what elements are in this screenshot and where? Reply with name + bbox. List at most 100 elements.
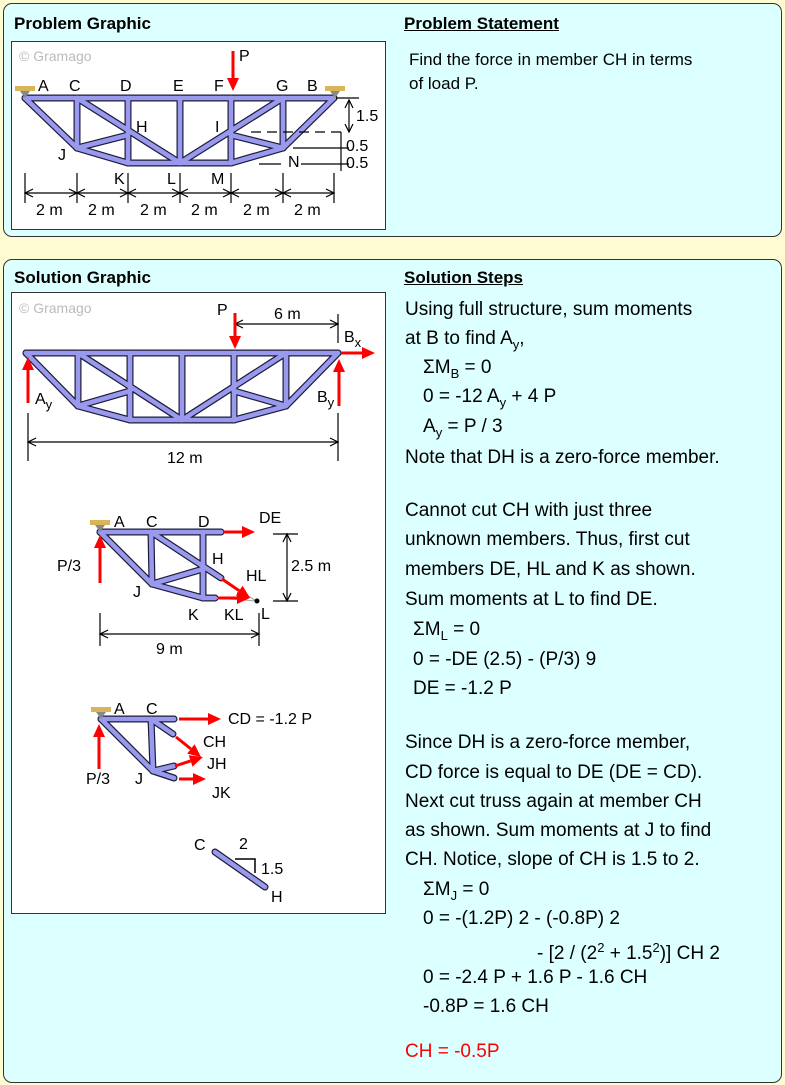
truss-member: [148, 529, 155, 587]
truss-member: [98, 716, 156, 774]
step-text: = 0: [459, 357, 492, 378]
node-label-j: J: [58, 147, 66, 164]
node-label-h: H: [271, 889, 283, 906]
force-arrow-shaft: [175, 735, 192, 751]
step-text: as shown. Sum moments at J to find: [405, 820, 712, 841]
solution-step-line: ΣMB = 0: [423, 357, 491, 385]
solution-step-line: Cannot cut CH with just three: [405, 500, 652, 522]
height-label: 0.5: [346, 138, 368, 155]
solution-step-line: at B to find Ay,: [405, 328, 525, 356]
slope-run-label: 2: [239, 836, 248, 853]
truss-member: [75, 350, 185, 423]
point-l: [254, 598, 260, 604]
step-text: ΣM: [413, 619, 441, 640]
solution-step-line: CD force is equal to DE (DE = CD).: [405, 762, 702, 784]
arrowhead-icon: [237, 592, 250, 604]
node-label-f: F: [214, 78, 224, 95]
solution-step-line: Ay = P / 3: [423, 416, 503, 444]
truss-member: [228, 145, 286, 166]
dimension-arrow: [178, 188, 189, 198]
solution-step-line: 0 = -12 Ay + 4 P: [423, 386, 556, 414]
load-label: P: [217, 302, 228, 319]
step-text: Using full structure, sum moments: [405, 299, 693, 320]
arrowhead-icon: [93, 724, 105, 737]
dimension-arrow: [229, 188, 240, 198]
solution-step-line: members DE, HL and K as shown.: [405, 559, 696, 581]
truss-member: [228, 132, 286, 151]
pin-icon: [330, 91, 340, 98]
force-cd-label: CD = -1.2 P: [228, 711, 312, 728]
truss-member: [177, 95, 286, 166]
truss-member: [97, 529, 155, 587]
truss-member: [148, 716, 176, 737]
solution-step-line: as shown. Sum moments at J to find: [405, 820, 711, 842]
dimension-arrow: [126, 188, 137, 198]
arrowhead-icon: [242, 526, 255, 538]
arrowhead-icon: [188, 755, 203, 767]
dimension-arrow: [344, 98, 354, 109]
step-text: 0 = -(1.2P) 2 - (-0.8P) 2: [423, 908, 620, 929]
truss-diagram: © Gramago P A C D E F G B H I J K L M N …: [15, 48, 378, 219]
step-text: + 1.5: [604, 943, 653, 964]
step-text: CD force is equal to DE (DE = CD).: [405, 762, 703, 783]
node-label-j: J: [133, 584, 141, 601]
solution-step-line: 0 = -DE (2.5) - (P/3) 9: [413, 649, 596, 671]
solution-step-line: Note that DH is a zero-force member.: [405, 447, 720, 469]
load-label: P: [239, 48, 250, 65]
node-label-a: A: [114, 514, 125, 531]
step-text: Next cut truss again at member CH: [405, 791, 702, 812]
problem-statement-line: Find the force in member CH in terms: [409, 50, 693, 69]
solution-step-line: Using full structure, sum moments: [405, 299, 692, 321]
solution-steps-title: Solution Steps: [404, 268, 523, 287]
force-de-label: DE: [259, 510, 281, 527]
truss-member: [75, 388, 133, 409]
height-label: 1.5: [356, 108, 378, 125]
right-angle-marker: [235, 858, 256, 873]
distance-label: 6 m: [274, 306, 301, 323]
step-text: ,: [519, 328, 525, 349]
force-arrows: [22, 313, 375, 785]
step-text: CH. Notice, slope of CH is 1.5 to 2.: [405, 849, 700, 870]
solution-step-line: Sum moments at L to find DE.: [405, 589, 658, 611]
truss-member: [23, 350, 81, 409]
arrowhead-icon: [94, 535, 106, 548]
force-hl-label: HL: [246, 568, 267, 585]
step-text: ΣM: [423, 357, 451, 378]
truss-member: [150, 768, 177, 781]
step-text: Sum moments at L to find DE.: [405, 589, 658, 610]
solution-step-line: - [2 / (22 + 1.52)] CH 2: [537, 937, 720, 965]
truss-member: [74, 95, 183, 166]
pin-icon: [20, 91, 30, 98]
problem-graphic: © Gramago P A C D E F G B H I J K L M N …: [11, 41, 386, 230]
solution-step-line: Since DH is a zero-force member,: [405, 732, 690, 754]
watermark: © Gramago: [19, 48, 92, 64]
node-label-c: C: [194, 837, 206, 854]
reaction-bx-label: Bx: [344, 329, 362, 350]
problem-statement-title: Problem Statement: [404, 14, 559, 33]
subscript-text: y: [435, 425, 443, 440]
load-label: P/3: [86, 771, 110, 788]
arrowhead-icon: [22, 357, 34, 370]
problem-statement-line: of load P.: [409, 74, 479, 93]
truss-member: [231, 403, 289, 423]
solution-step-line: unknown members. Thus, first cut: [405, 529, 690, 551]
dimension-arrow: [75, 188, 86, 198]
truss-member: [231, 388, 289, 409]
step-text: = P / 3: [442, 416, 503, 437]
step-text: at B to find A: [405, 328, 513, 349]
step-text: Since DH is a zero-force member,: [405, 732, 691, 753]
support-icon: [325, 86, 345, 91]
pin-icon: [96, 712, 106, 719]
dimension-arrow: [281, 188, 292, 198]
node-label-c: C: [146, 701, 158, 718]
node-label-a: A: [38, 78, 49, 95]
free-body-diagrams: © Gramago P 6 m Bx By Ay 12 m A C D DE H…: [19, 300, 375, 906]
node-label-n: N: [288, 154, 300, 171]
step-text: = 0: [447, 619, 481, 640]
supscript-text: 2: [652, 940, 660, 955]
truss-member: [148, 716, 156, 774]
final-answer: CH = -0.5P: [405, 1041, 500, 1063]
node-label-m: M: [211, 171, 224, 188]
subscript-text: y: [512, 337, 520, 352]
step-text: 0 = -12 A: [423, 386, 500, 407]
